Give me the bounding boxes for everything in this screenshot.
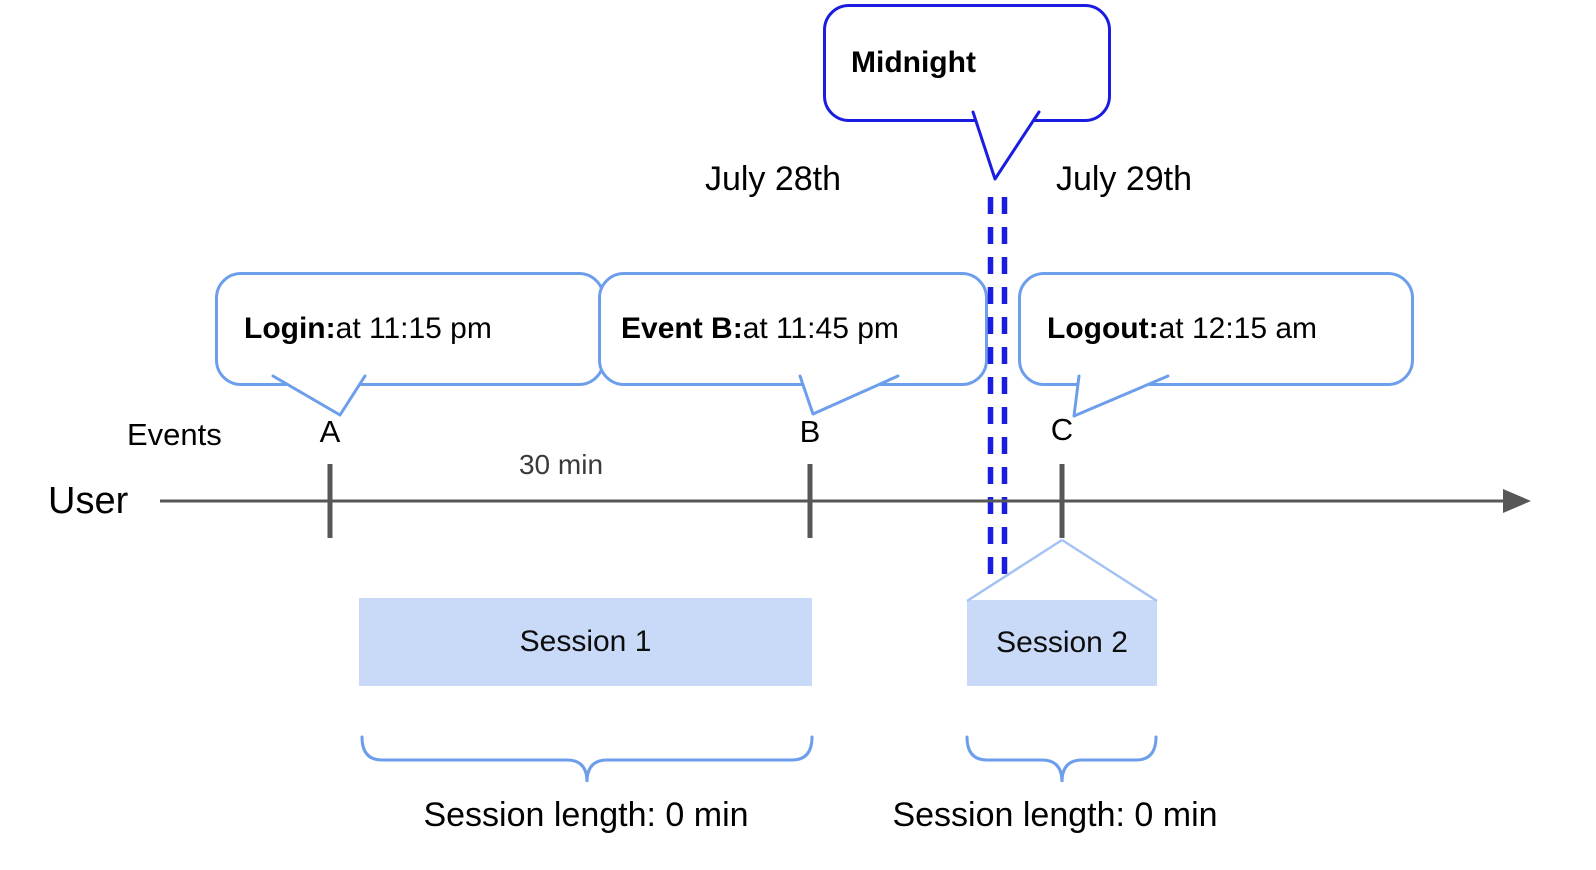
session-1-brace (360, 735, 814, 783)
midnight-callout-bubble: Midnight (823, 4, 1111, 122)
interval-label-30min: 30 min (518, 449, 604, 480)
logout-callout-bubble: Logout: at 12:15 am (1018, 272, 1414, 386)
event-marker-c: C (1050, 412, 1074, 447)
session-2-connector-left (966, 538, 1063, 603)
event-b-callout-label: Event B: (621, 312, 743, 345)
logout-callout-time: at 12:15 am (1158, 312, 1318, 345)
session-2-label: Session 2 (996, 626, 1128, 659)
session-2-brace (965, 735, 1158, 783)
session-1-length-label: Session length: 0 min (423, 796, 749, 834)
event-marker-a: A (319, 414, 341, 449)
event-b-callout-time: at 11:45 pm (742, 312, 899, 345)
events-axis-label: Events (127, 417, 222, 452)
event-b-callout-bubble: Event B: at 11:45 pm (598, 272, 988, 386)
timeline-arrowhead-icon (1503, 489, 1531, 513)
event-marker-b: B (799, 414, 821, 449)
login-callout-time: at 11:15 pm (335, 312, 492, 345)
logout-callout-label: Logout: (1047, 312, 1159, 345)
session-2-length-label: Session length: 0 min (892, 796, 1218, 834)
date-label-july-28: July 28th (704, 160, 842, 198)
session-1-label: Session 1 (519, 625, 652, 658)
date-label-july-29: July 29th (1055, 160, 1193, 198)
login-callout-bubble: Login: at 11:15 pm (215, 272, 605, 386)
midnight-callout-label: Midnight (851, 46, 976, 79)
session-2-connector-right (1061, 538, 1158, 603)
user-axis-label: User (48, 480, 129, 522)
login-callout-label: Login: (244, 312, 336, 345)
session-2-box: Session 2 (967, 600, 1157, 686)
session-1-box: Session 1 (359, 598, 812, 686)
